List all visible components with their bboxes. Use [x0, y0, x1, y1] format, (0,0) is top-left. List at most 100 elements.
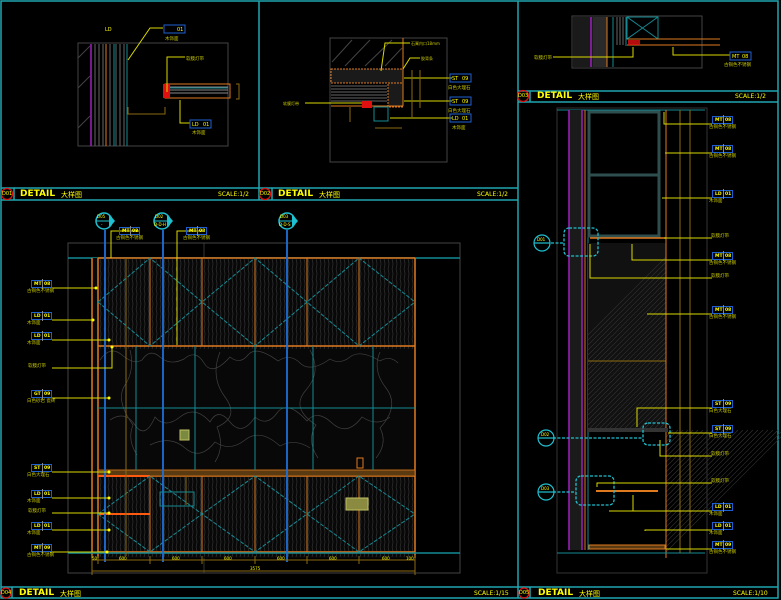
dimension-label: 600 — [119, 556, 127, 561]
d03-tag-1-label: 古铜色不锈钢 — [724, 61, 751, 68]
callout-label[interactable]: D03 — [541, 486, 550, 491]
tag-num: 01 — [44, 524, 51, 529]
d04-leaders — [50, 230, 203, 553]
tag-code: LD — [34, 334, 41, 339]
tag-label: 木饰面 — [27, 499, 41, 504]
section-marker[interactable]: D03 D-D-S — [278, 211, 298, 231]
tag-code: MT — [715, 543, 723, 548]
tag-label: 古铜色不锈钢 — [709, 125, 736, 130]
tag-num: 01 — [44, 334, 51, 339]
callout-label[interactable]: D01 — [537, 237, 546, 242]
d02-tag-2-code: ST — [452, 99, 459, 105]
tag-code: ST — [715, 402, 722, 407]
tag-label: 古铜色不锈钢 — [709, 550, 736, 555]
tag-num: 09 — [44, 392, 51, 397]
dimension-label: 600 — [224, 556, 232, 561]
panel-id: D02 — [260, 191, 271, 197]
tag-num: 01 — [725, 505, 732, 510]
tag-divider — [197, 226, 198, 236]
tag-divider — [723, 521, 724, 531]
dimension-label: 600 — [172, 556, 180, 561]
dimension-label: 600 — [277, 556, 285, 561]
d01-tag-2-label: 木饰面 — [192, 129, 206, 136]
tag-code: LD — [715, 505, 722, 510]
section-marker[interactable]: D02 D-D-H — [153, 211, 173, 231]
panel-id: D01 — [2, 191, 13, 197]
d02-tag-1-num: 09 — [462, 76, 468, 82]
tag-divider — [723, 144, 724, 154]
panel-subtitle: 大样图 — [579, 590, 600, 598]
d02-drawing — [305, 37, 472, 163]
d01-tag-1-num: 01 — [177, 27, 183, 33]
tag-num: 08 — [725, 147, 732, 152]
tag-label: 古铜色不锈钢 — [116, 236, 143, 241]
tag-label: 木饰面 — [27, 341, 41, 346]
tag-code: MT — [715, 308, 723, 313]
tag-label: 古铜色不锈钢 — [709, 261, 736, 266]
tag-label: 古铜色不锈钢 — [183, 236, 210, 241]
callout-label[interactable]: D02 — [541, 432, 550, 437]
tag-code: LD — [715, 524, 722, 529]
panel-id: D05 — [519, 590, 530, 596]
d01-tag-2-code: LD — [192, 122, 199, 128]
tag-num: 01 — [725, 524, 732, 529]
tag-code: LD — [34, 524, 41, 529]
d02-note-3: 软膜灯带 — [283, 100, 299, 106]
d02-note-1: 石膏内口18mm — [411, 40, 440, 46]
panel-subtitle: 大样图 — [60, 590, 81, 598]
section-marker[interactable]: D05 - — [95, 211, 115, 231]
d03-tag-1-num: 08 — [742, 54, 748, 60]
dimension-label: 3575 — [250, 566, 261, 571]
panel-scale: SCALE:1/2 — [218, 191, 249, 198]
tag-num: 09 — [44, 546, 51, 551]
tag-num: 01 — [44, 314, 51, 319]
tag-label: 古铜色不锈钢 — [27, 553, 54, 558]
tag-num: 08 — [725, 308, 732, 313]
section-marker-bottom: D-D-H — [154, 222, 167, 227]
section-marker-top: D02 — [155, 214, 164, 219]
tag-num: 08 — [132, 229, 139, 234]
tag-divider — [42, 389, 43, 399]
tag-num: 09 — [725, 402, 732, 407]
tag-divider — [723, 251, 724, 261]
tag-label: 软膜灯带 — [28, 364, 46, 369]
tag-divider — [42, 521, 43, 531]
d05-leaders — [589, 112, 712, 550]
tag-label: 软膜灯带 — [711, 234, 729, 239]
tag-label: 木饰面 — [709, 531, 723, 536]
tag-code: MT — [34, 546, 42, 551]
section-marker-bottom: D-D-S — [279, 222, 291, 227]
tag-num: 08 — [725, 118, 732, 123]
tag-code: LD — [34, 314, 41, 319]
tag-code: GT — [34, 392, 41, 397]
section-marker-icon — [153, 212, 173, 230]
tag-divider — [42, 331, 43, 341]
tag-num: 09 — [44, 466, 51, 471]
panel-id: D03 — [518, 93, 529, 99]
d04-elevation — [67, 230, 461, 575]
tag-divider — [42, 489, 43, 499]
panel-title: DETAIL — [20, 189, 56, 199]
tag-code: MT — [122, 229, 130, 234]
tag-num: 01 — [44, 492, 51, 497]
d02-tag-3-code: LD — [452, 116, 459, 122]
tag-label: 古铜色不锈钢 — [709, 154, 736, 159]
d05-section — [533, 107, 781, 574]
tag-divider — [723, 115, 724, 125]
d02-note-2: 胶背条 — [421, 55, 433, 61]
dimension-label: 600 — [329, 556, 337, 561]
